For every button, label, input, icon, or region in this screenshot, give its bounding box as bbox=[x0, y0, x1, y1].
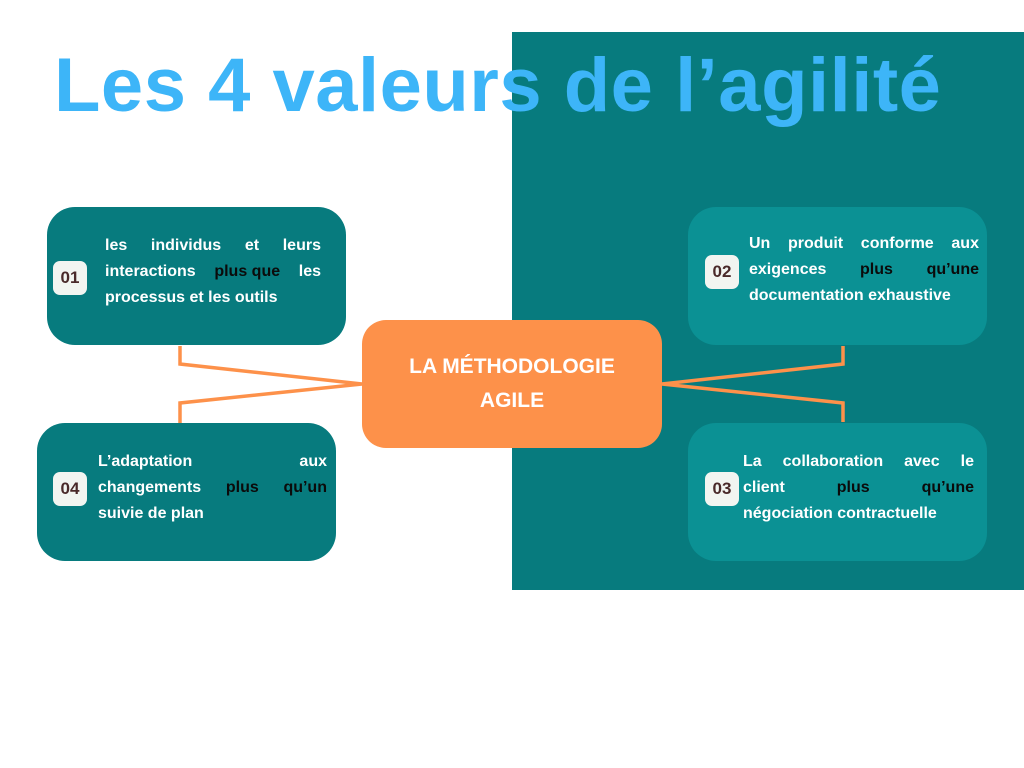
word: conforme bbox=[860, 235, 934, 252]
word: La bbox=[743, 453, 762, 470]
connector-left bbox=[178, 346, 363, 424]
highlight-text: plus bbox=[225, 479, 259, 496]
center-label-line1: LA MÉTHODOLOGIE bbox=[409, 355, 615, 378]
word: interactions bbox=[105, 263, 196, 280]
highlight-text: plus bbox=[860, 261, 893, 278]
word: les bbox=[298, 263, 321, 280]
text-line: La collaboration avec le bbox=[743, 449, 974, 475]
value-text: La collaboration avec le client plus qu’… bbox=[743, 449, 974, 527]
word: client bbox=[743, 479, 785, 496]
value-text: Un produit conforme aux exigences plus q… bbox=[749, 231, 979, 309]
word: avec bbox=[904, 453, 940, 470]
word: les bbox=[105, 237, 128, 254]
word: exigences bbox=[749, 261, 827, 278]
text-line: suivie de plan bbox=[98, 505, 204, 522]
word: aux bbox=[299, 453, 327, 470]
text-line: Un produit conforme aux bbox=[749, 231, 979, 257]
text-line: changements plus qu’un bbox=[98, 475, 327, 501]
value-card-02: 02 Un produit conforme aux exigences plu… bbox=[688, 207, 987, 345]
highlight-text: qu’une bbox=[921, 479, 974, 496]
text-line: processus et les outils bbox=[105, 289, 278, 306]
number-badge: 04 bbox=[53, 472, 87, 506]
text-line: L’adaptation aux bbox=[98, 449, 327, 475]
word: individus bbox=[150, 237, 222, 254]
highlight-text: qu’une bbox=[926, 261, 979, 278]
word: le bbox=[960, 453, 974, 470]
value-card-04: 04 L’adaptation aux changements plus qu’… bbox=[37, 423, 336, 561]
word: leurs bbox=[282, 237, 321, 254]
highlight-text: plus bbox=[836, 479, 870, 496]
text-line: exigences plus qu’une bbox=[749, 257, 979, 283]
text-line: client plus qu’une bbox=[743, 475, 974, 501]
text-line: les individus et leurs bbox=[105, 233, 321, 259]
word: et bbox=[244, 237, 260, 254]
word: aux bbox=[951, 235, 979, 252]
word: Un bbox=[749, 235, 771, 252]
value-text: les individus et leurs interactions plus… bbox=[105, 233, 321, 311]
value-card-01: 01 les individus et leurs interactions p… bbox=[47, 207, 346, 345]
text-line: interactions plus que les bbox=[105, 259, 321, 285]
highlight-text: qu’un bbox=[283, 479, 327, 496]
number-badge: 02 bbox=[705, 255, 739, 289]
number-badge: 03 bbox=[705, 472, 739, 506]
page-title: Les 4 valeurs de l’agilité bbox=[54, 43, 942, 128]
text-line: documentation exhaustive bbox=[749, 287, 951, 304]
number-badge: 01 bbox=[53, 261, 87, 295]
word: collaboration bbox=[782, 453, 884, 470]
word: produit bbox=[788, 235, 844, 252]
value-text: L’adaptation aux changements plus qu’un … bbox=[98, 449, 327, 527]
value-card-03: 03 La collaboration avec le client plus … bbox=[688, 423, 987, 561]
word: L’adaptation bbox=[98, 453, 193, 470]
text-line: négociation contractuelle bbox=[743, 505, 937, 522]
word: changements bbox=[98, 479, 202, 496]
center-node: LA MÉTHODOLOGIE AGILE bbox=[362, 320, 662, 448]
highlight-text: plus que bbox=[214, 263, 281, 280]
center-label-line2: AGILE bbox=[479, 389, 545, 412]
